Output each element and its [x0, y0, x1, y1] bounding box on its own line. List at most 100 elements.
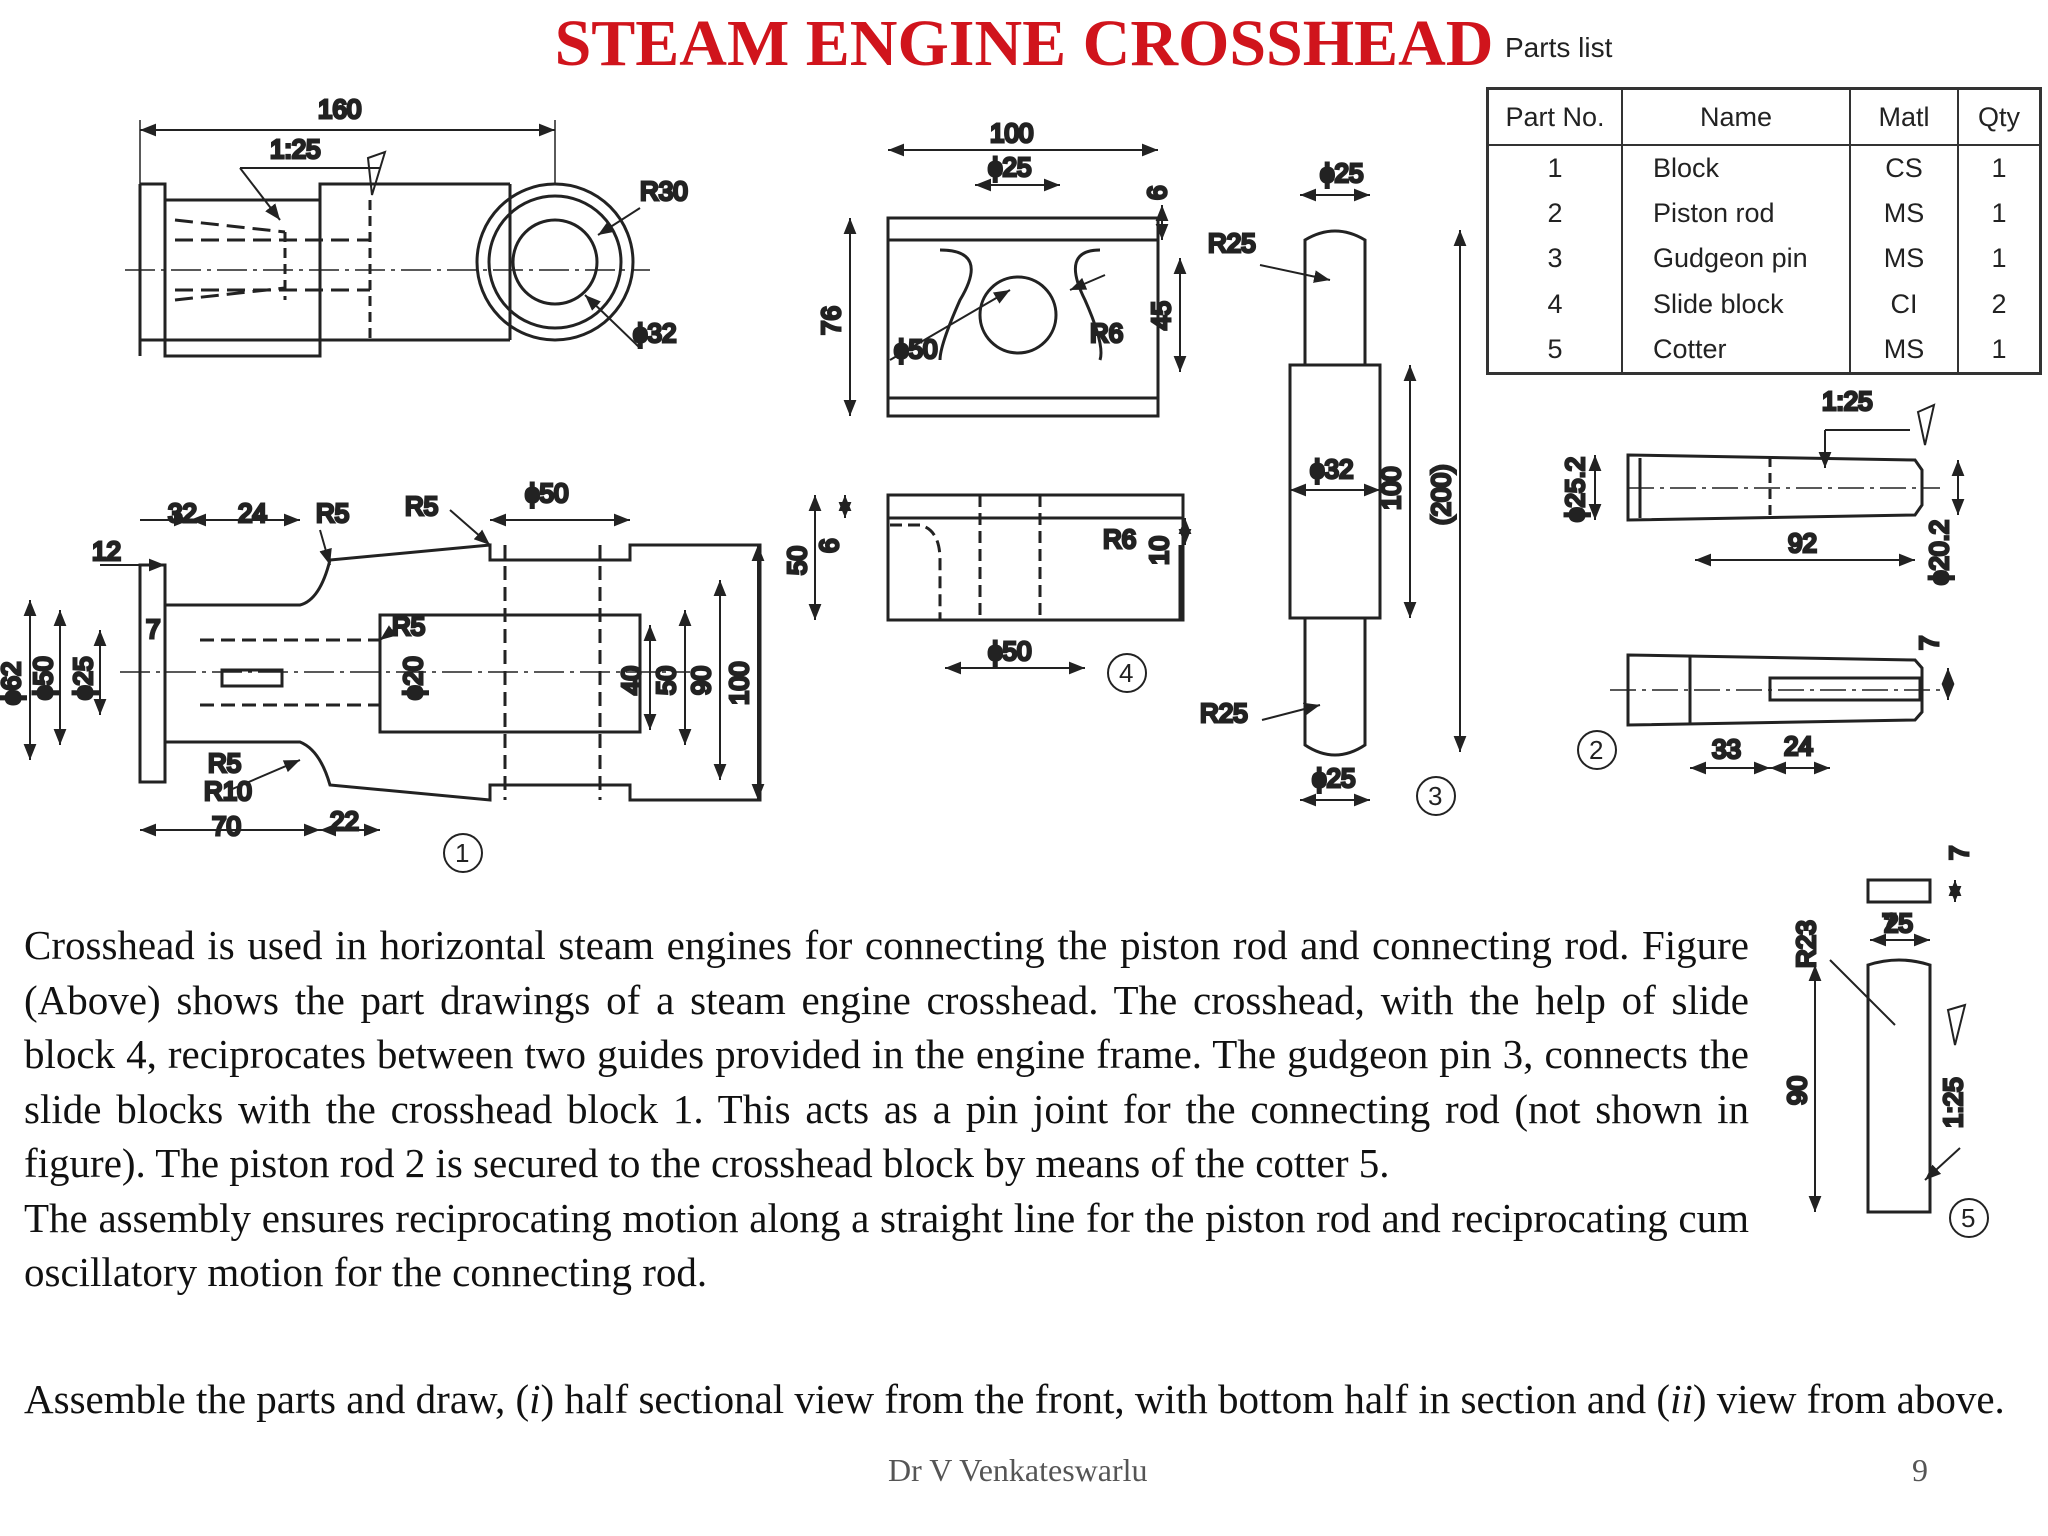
- balloon-1: 1: [455, 838, 469, 868]
- dim-label: R5: [316, 498, 349, 528]
- page-title: STEAM ENGINE CROSSHEAD: [554, 7, 1494, 80]
- cell-name: Piston rod: [1621, 191, 1851, 237]
- dim-label: ϕ20.2: [1924, 520, 1954, 585]
- dim-label: 7: [1944, 846, 1974, 860]
- dim-label: 50: [782, 546, 812, 575]
- balloon-4: 4: [1119, 658, 1133, 688]
- dim-label: R25: [1208, 228, 1256, 258]
- dim-label: 100: [1376, 467, 1406, 510]
- dim-label: ϕ25.2: [1560, 457, 1590, 522]
- dim-label: ϕ20: [398, 657, 428, 700]
- cell-matl: CI: [1849, 281, 1959, 327]
- cell-matl: MS: [1849, 326, 1959, 374]
- cell-qty: 1: [1957, 326, 2042, 374]
- part2-piston-rod: 1:25 ϕ25.2 92 ϕ20.2 7 33 24: [1559, 385, 1965, 775]
- cell-name: Block: [1621, 145, 1851, 192]
- dim-label: ϕ50: [525, 478, 568, 508]
- cell-qty: 1: [1957, 145, 2042, 192]
- description-paragraph-2: The assembly ensures reciprocating motio…: [24, 1194, 1749, 1296]
- dim-label: 7: [146, 614, 160, 644]
- dim-label: ϕ50: [988, 636, 1031, 666]
- dim-label: 12: [92, 536, 121, 566]
- description-text: Crosshead is used in horizontal steam en…: [24, 918, 1749, 1300]
- dim-label: 70: [212, 811, 241, 841]
- cell-part-no: 2: [1486, 191, 1623, 237]
- dim-label: R6: [1103, 524, 1136, 554]
- dim-label: 7: [1882, 908, 1896, 938]
- dim-label: 24: [1784, 731, 1813, 761]
- dim-label: ϕ25: [988, 152, 1031, 182]
- dim-label: 40: [616, 666, 646, 695]
- instruction-numeral: ii: [1670, 1376, 1693, 1422]
- dim-label: ϕ50: [894, 334, 937, 364]
- cell-name: Slide block: [1621, 281, 1851, 327]
- dim-label: R5: [405, 491, 438, 521]
- dim-label: 1:25: [270, 134, 321, 164]
- balloon-5: 5: [1961, 1203, 1975, 1233]
- cell-part-no: 1: [1486, 145, 1623, 192]
- dim-label: ϕ25: [68, 657, 98, 700]
- cell-matl: MS: [1849, 191, 1959, 237]
- cell-matl: MS: [1849, 236, 1959, 282]
- dim-label: 1:25: [1938, 1077, 1968, 1128]
- cell-name: Cotter: [1621, 326, 1851, 374]
- balloon-3: 3: [1428, 781, 1442, 811]
- parts-list-caption: Parts list: [1505, 32, 1613, 63]
- dim-label: ϕ50: [28, 657, 58, 700]
- dim-label: R23: [1791, 920, 1821, 968]
- dim-label: ϕ32: [1310, 454, 1353, 484]
- instruction-part: Assemble the parts and draw, (: [24, 1376, 530, 1422]
- table-row: 5 Cotter MS 1: [1486, 326, 2042, 374]
- dim-label: R10: [204, 776, 252, 806]
- cell-qty: 1: [1957, 236, 2042, 282]
- table-row: 1 Block CS 1: [1486, 145, 2042, 192]
- table-row: 3 Gudgeon pin MS 1: [1486, 236, 2042, 282]
- cell-qty: 1: [1957, 191, 2042, 237]
- balloon-2: 2: [1589, 735, 1603, 765]
- part5-cotter: 7 7 25 R23 90 1:25: [1781, 844, 1976, 1214]
- dim-label: 6: [814, 539, 844, 553]
- instruction-numeral: i: [529, 1376, 541, 1422]
- dim-label: ϕ25: [1320, 158, 1363, 188]
- dim-label: 50: [651, 666, 681, 695]
- cell-qty: 2: [1957, 281, 2042, 327]
- description-paragraph-1: Crosshead is used in horizontal steam en…: [24, 922, 1749, 1186]
- cell-part-no: 4: [1486, 281, 1623, 327]
- dim-label: ϕ32: [633, 318, 676, 348]
- dim-label: (200): [1426, 464, 1456, 525]
- part-number-balloons: 1 2 3 4 5: [443, 653, 1989, 1238]
- dim-label: 10: [1144, 536, 1174, 565]
- table-row: 2 Piston rod MS 1: [1486, 191, 2042, 237]
- dim-label: R25: [1200, 698, 1248, 728]
- dim-label: 33: [1712, 734, 1741, 764]
- cell-matl: CS: [1849, 145, 1959, 192]
- dim-label: R6: [1090, 318, 1123, 348]
- dim-label: ϕ25: [1312, 763, 1355, 793]
- instruction-part: ) view from above.: [1692, 1376, 2005, 1422]
- dim-label: 90: [1782, 1076, 1812, 1105]
- footer-author: Dr V Venkateswarlu: [888, 1452, 1148, 1488]
- dim-label: 45: [1146, 301, 1176, 330]
- dim-label: 7: [1914, 636, 1944, 650]
- header-matl: Matl: [1849, 88, 1959, 146]
- dim-label: R30: [640, 176, 688, 206]
- page-number: 9: [1912, 1452, 1928, 1488]
- dim-label: 100: [990, 118, 1033, 148]
- parts-header-row: Part No. Name Matl Qty: [1486, 88, 2042, 146]
- header-qty: Qty: [1957, 88, 2042, 146]
- table-row: 4 Slide block CI 2: [1486, 281, 2042, 327]
- instruction-part: ) half sectional view from the front, wi…: [540, 1376, 1671, 1422]
- dim-label: R5: [392, 611, 425, 641]
- part3-gudgeon-pin: ϕ25 R25 ϕ32 100 (200) R25 ϕ25: [1199, 157, 1467, 807]
- cell-part-no: 5: [1486, 326, 1623, 374]
- dim-label: 25: [1884, 908, 1913, 938]
- dim-label: 24: [238, 498, 267, 528]
- part1-front-view: 32 24 R5 R5 ϕ50 12 7 R5 ϕ20 40 50 90 100…: [0, 477, 765, 843]
- header-part-no: Part No.: [1486, 88, 1623, 146]
- parts-list-table: Part No. Name Matl Qty 1 Block CS 1 2 Pi…: [1486, 87, 2042, 375]
- dim-label: 92: [1788, 528, 1817, 558]
- dim-label: 76: [816, 306, 846, 335]
- instruction-text: Assemble the parts and draw, (i) half se…: [24, 1372, 2019, 1427]
- dim-label: 6: [1142, 186, 1172, 200]
